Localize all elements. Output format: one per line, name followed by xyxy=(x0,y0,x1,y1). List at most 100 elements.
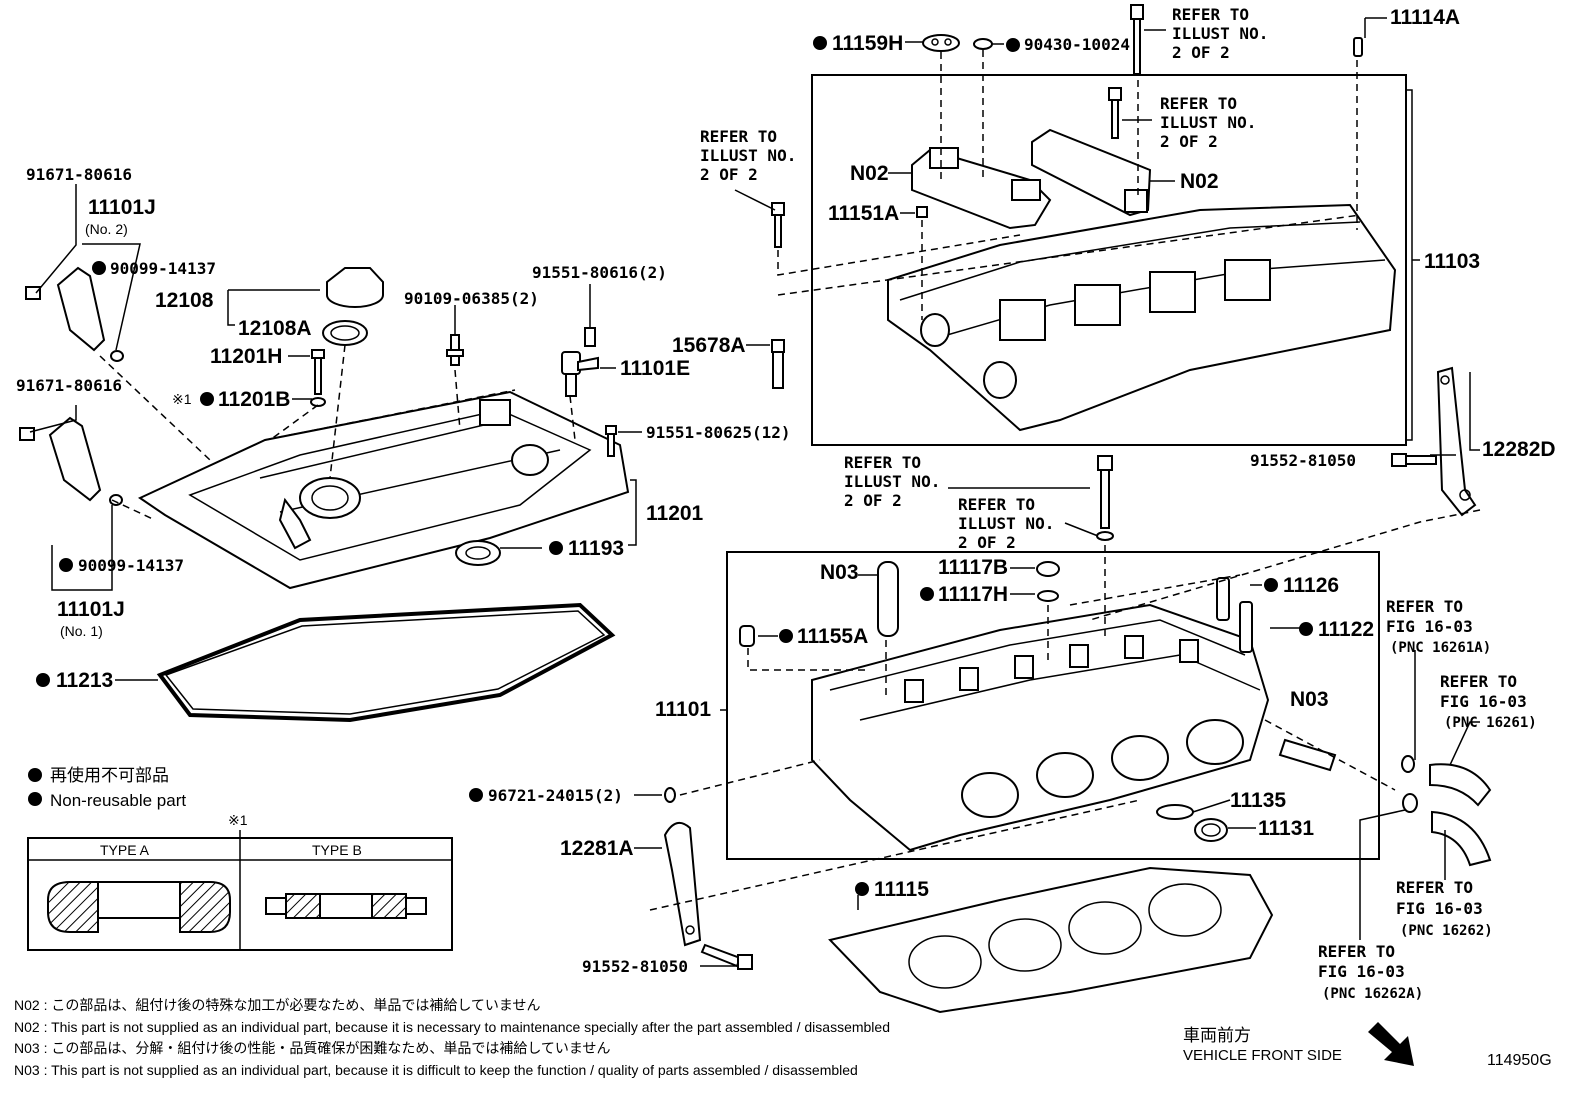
stud-15678a-drawing[interactable] xyxy=(771,339,785,389)
label-90099-14137-top[interactable]: 90099-14137 xyxy=(110,259,216,278)
label-11101[interactable]: 11101 xyxy=(655,698,711,721)
refer-fig-16261a[interactable]: REFER TO FIG 16-03 (PNC 16261A) xyxy=(1386,597,1491,656)
label-11135[interactable]: 11135 xyxy=(1230,789,1286,812)
label-11117b[interactable]: 11117B xyxy=(938,556,1008,579)
refer-note-camcap[interactable]: REFER TO ILLUST NO. 2 OF 2 xyxy=(1160,94,1256,151)
ocv-no1-drawing[interactable] xyxy=(19,416,123,506)
camshaft-cap-n02-rear-drawing[interactable] xyxy=(1031,128,1152,217)
refer-note-top[interactable]: REFER TO ILLUST NO. 2 OF 2 xyxy=(1172,5,1268,62)
label-11115[interactable]: 11115 xyxy=(874,878,929,901)
bolt-camcap-drawing[interactable] xyxy=(1108,87,1122,139)
plate-11159h-drawing[interactable] xyxy=(922,34,960,52)
label-11101j-no2[interactable]: 11101J xyxy=(88,196,156,219)
label-91551-80616[interactable]: 91551-80616(2) xyxy=(532,263,667,282)
label-11131[interactable]: 11131 xyxy=(1258,817,1314,840)
seal-11131-drawing[interactable] xyxy=(1194,818,1228,842)
footnote-n03-jp: N03 : この部品は、分解・組付け後の性能・品質確保が困難なため、単品では補給… xyxy=(14,1040,611,1056)
pin-11155a-drawing[interactable] xyxy=(739,625,755,647)
label-n02-front[interactable]: N02 xyxy=(850,162,889,185)
hanger-12282d-drawing[interactable] xyxy=(1436,366,1477,517)
label-91552-81050-right[interactable]: 91552-81050 xyxy=(1250,451,1356,470)
bolt-11201h-drawing[interactable] xyxy=(310,349,326,407)
clamp-16262a-drawing[interactable] xyxy=(1402,793,1418,813)
label-91551-80625[interactable]: 91551-80625(12) xyxy=(646,423,791,442)
label-15678a[interactable]: 15678A xyxy=(672,334,746,357)
hanger-12281a-drawing[interactable] xyxy=(663,821,702,947)
label-n03-plug[interactable]: N03 xyxy=(1290,688,1329,711)
hose-16261-drawing[interactable] xyxy=(1429,763,1492,807)
legend: 再使用不可部品 Non-reusable part ※1 TYPE A TYPE… xyxy=(27,765,453,951)
washer-90430-drawing[interactable] xyxy=(973,38,993,50)
ring-11135-drawing[interactable] xyxy=(1156,804,1194,820)
dowel-n03-drawing[interactable] xyxy=(877,561,899,637)
seal-11117h-drawing[interactable] xyxy=(1037,590,1059,602)
plug-11151a-drawing[interactable] xyxy=(916,206,928,218)
bolt-91552a-drawing[interactable] xyxy=(1391,453,1437,467)
refer-note-mid[interactable]: REFER TO ILLUST NO. 2 OF 2 xyxy=(844,453,940,510)
label-91671-80616-mid[interactable]: 91671-80616 xyxy=(16,376,122,395)
label-n02-rear[interactable]: N02 xyxy=(1180,170,1219,193)
label-11193[interactable]: 11193 xyxy=(568,537,624,560)
pin-11114a-drawing[interactable] xyxy=(1353,37,1363,57)
label-11117h[interactable]: 11117H xyxy=(938,583,1008,606)
bolt-91551b-drawing[interactable] xyxy=(605,425,617,457)
guide-11122-drawing[interactable] xyxy=(1239,601,1253,653)
label-11201[interactable]: 11201 xyxy=(646,502,704,525)
svg-text:REFER TO: REFER TO xyxy=(844,453,921,472)
long-bolt-mid-drawing[interactable] xyxy=(1096,455,1114,541)
label-11101j-no1[interactable]: 11101J xyxy=(57,598,125,621)
label-91552-81050-bottom[interactable]: 91552-81050 xyxy=(582,957,688,976)
label-11101e[interactable]: 11101E xyxy=(620,357,690,380)
cylinder-head-cover-drawing[interactable] xyxy=(137,390,630,590)
seat-11117b-drawing[interactable] xyxy=(1036,561,1060,577)
label-12281a[interactable]: 12281A xyxy=(560,837,634,860)
ring-96721-drawing[interactable] xyxy=(664,787,676,803)
label-11114a[interactable]: 11114A xyxy=(1390,6,1460,29)
head-gasket-drawing[interactable] xyxy=(828,866,1274,1014)
guide-11126-drawing[interactable] xyxy=(1216,577,1230,621)
label-12108a[interactable]: 12108A xyxy=(238,317,312,340)
refer-fig-16262[interactable]: REFER TO FIG 16-03 (PNC 16262) xyxy=(1396,878,1493,939)
label-12108[interactable]: 12108 xyxy=(155,289,214,312)
refer-fig-16262a[interactable]: REFER TO FIG 16-03 (PNC 16262A) xyxy=(1318,942,1423,1002)
label-11122[interactable]: 11122 xyxy=(1318,618,1374,641)
label-11126[interactable]: 11126 xyxy=(1283,574,1339,597)
non-reusable-dot-icon xyxy=(1006,38,1020,52)
bolt-91552b-drawing[interactable] xyxy=(700,943,753,970)
cylinder-head-drawing[interactable] xyxy=(811,603,1270,852)
stud-90109-drawing[interactable] xyxy=(446,334,464,366)
non-reusable-dot-icon xyxy=(549,541,563,555)
ocv-no2-drawing[interactable] xyxy=(25,266,124,362)
label-96721-24015[interactable]: 96721-24015(2) xyxy=(488,786,623,805)
refer-note-left[interactable]: REFER TO ILLUST NO. 2 OF 2 xyxy=(700,127,796,184)
bolt-refer-drawing[interactable] xyxy=(771,202,785,248)
refer-fig-16261[interactable]: REFER TO FIG 16-03 (PNC 16261) xyxy=(1440,672,1537,731)
label-12282d[interactable]: 12282D xyxy=(1482,438,1556,461)
long-bolt-top-drawing[interactable] xyxy=(1130,4,1144,75)
hose-16262-drawing[interactable] xyxy=(1431,810,1492,867)
camshaft-housing-drawing[interactable] xyxy=(887,203,1397,432)
refer-note-bolt[interactable]: REFER TO ILLUST NO. 2 OF 2 xyxy=(958,495,1054,552)
label-90099-14137-bottom[interactable]: 90099-14137 xyxy=(78,556,184,575)
label-11155a[interactable]: 11155A xyxy=(797,625,868,648)
plug-n03-right-drawing[interactable] xyxy=(1278,738,1337,772)
label-91671-80616-top[interactable]: 91671-80616 xyxy=(26,165,132,184)
svg-text:2 OF 2: 2 OF 2 xyxy=(1172,43,1230,62)
label-11103[interactable]: 11103 xyxy=(1424,250,1480,273)
cover-gasket-drawing[interactable] xyxy=(156,602,616,723)
label-n03-dowel[interactable]: N03 xyxy=(820,561,859,584)
clamp-16261a-drawing[interactable] xyxy=(1401,755,1415,773)
label-11201h[interactable]: 11201H xyxy=(210,345,282,368)
oil-seal-11193-drawing[interactable] xyxy=(455,540,501,566)
label-11151a[interactable]: 11151A xyxy=(828,202,899,225)
label-11201b[interactable]: 11201B xyxy=(218,388,290,411)
sensor-11101e-drawing[interactable] xyxy=(561,327,599,397)
camshaft-cap-n02-front-drawing[interactable] xyxy=(911,147,1052,230)
label-11159h[interactable]: 11159H xyxy=(832,32,903,55)
label-11213[interactable]: 11213 xyxy=(56,669,113,692)
callouts: 91671-80616 11101J (No. 2) 90099-14137 1… xyxy=(16,6,1556,976)
label-90109-06385[interactable]: 90109-06385(2) xyxy=(404,289,539,308)
label-90430-10024[interactable]: 90430-10024 xyxy=(1024,35,1130,54)
oil-filler-cap-drawing[interactable] xyxy=(322,267,384,346)
svg-text:ILLUST NO.: ILLUST NO. xyxy=(1160,113,1256,132)
